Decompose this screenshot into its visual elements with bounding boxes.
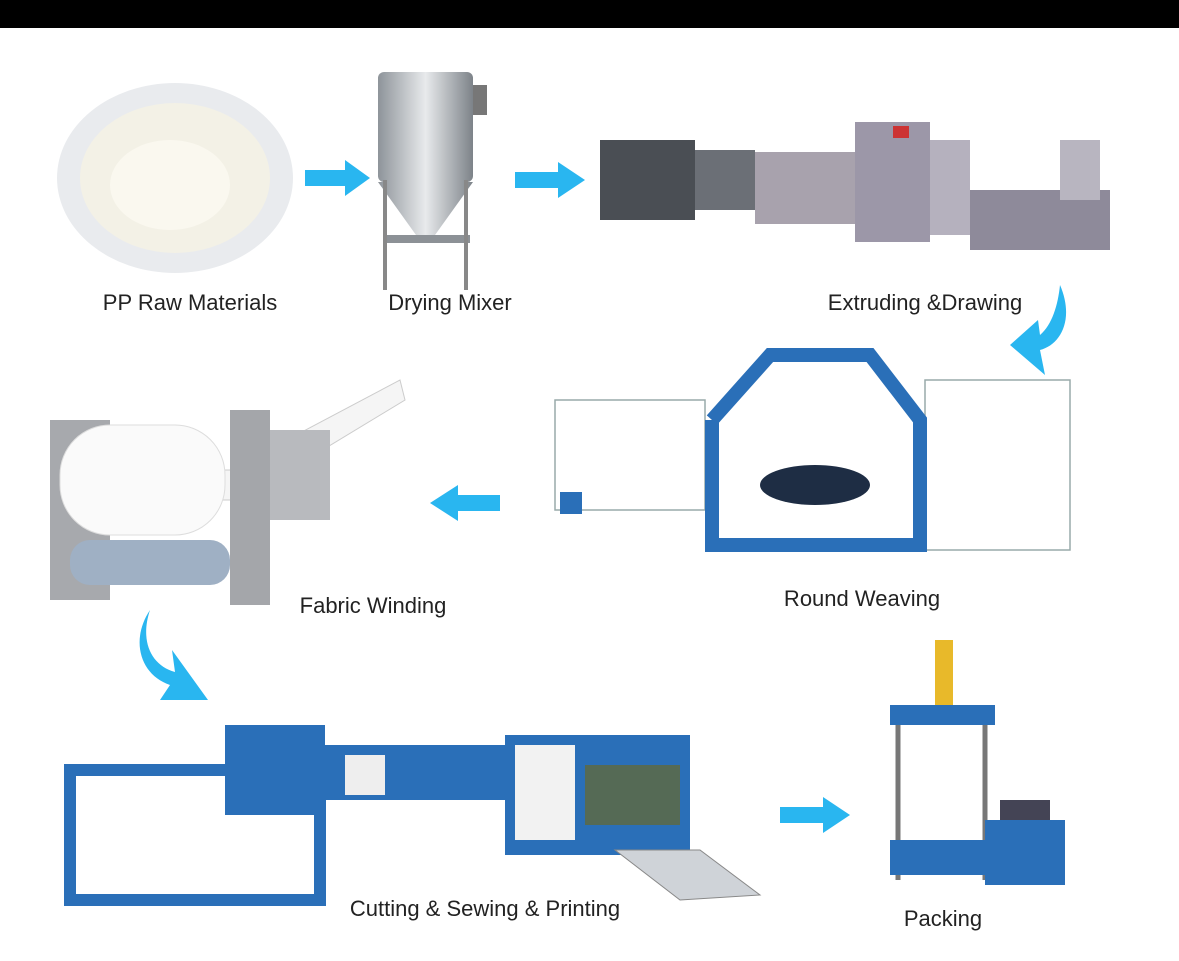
drying-mixer-image [378,72,487,290]
step-label-packing: Packing [903,906,983,931]
step-label-round-weaving: Round Weaving [783,586,941,611]
curved-arrow-down-right-icon [139,610,208,700]
round-weaving-machine-image [554,348,1071,552]
step-label-fabric-winding: Fabric Winding [299,593,447,618]
step-label-extruding-drawing: Extruding &Drawing [827,290,1023,315]
extruding-drawing-machine-image [600,122,1110,250]
arrow-right-icon [780,797,850,833]
top-black-bar [0,0,1179,28]
fabric-winding-machine-image [50,379,406,605]
step-label-drying-mixer: Drying Mixer [388,290,512,315]
pp-pellets-image [57,83,293,273]
arrow-left-icon [430,485,500,521]
arrow-right-icon [515,162,585,198]
cutting-sewing-printing-machine-image [64,725,762,906]
step-label-pp-raw-materials: PP Raw Materials [102,290,278,315]
packing-press-image [890,640,1065,885]
curved-arrow-down-left-icon [1010,285,1067,375]
arrow-right-icon [305,160,370,196]
step-label-cutting-sewing-printing: Cutting & Sewing & Printing [349,896,621,921]
